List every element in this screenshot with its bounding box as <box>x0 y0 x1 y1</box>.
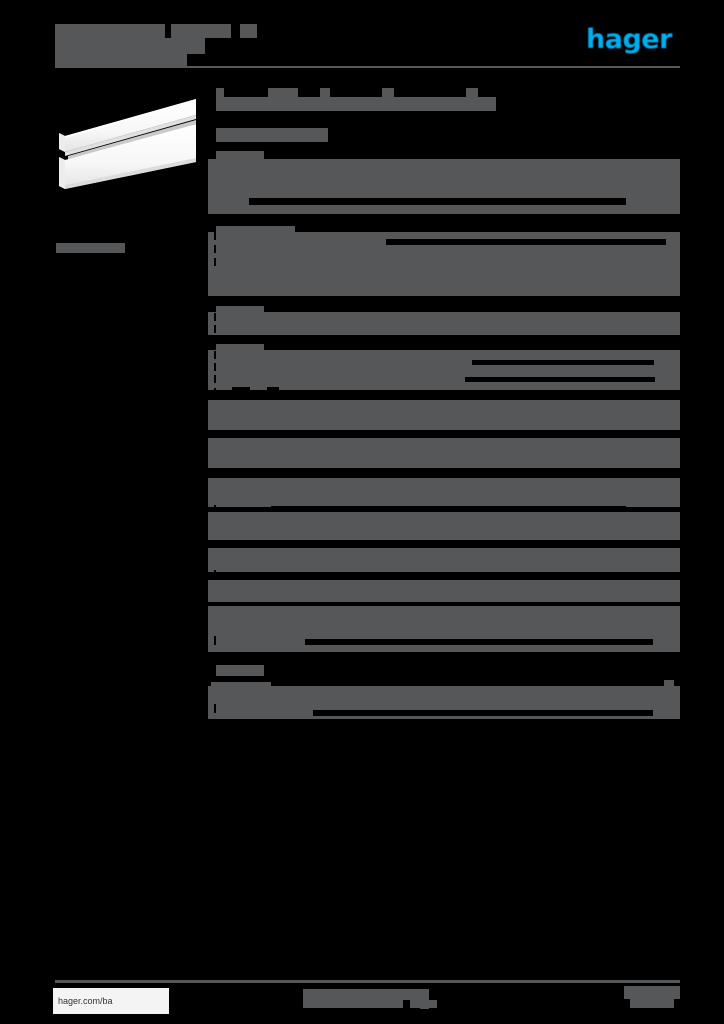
section-9-body <box>208 548 680 572</box>
section-11-gap <box>214 636 216 645</box>
footer-divider <box>55 980 680 983</box>
sidebar-label-redacted <box>56 243 125 253</box>
section-3-body <box>208 312 680 335</box>
header-title-line <box>55 54 187 68</box>
hager-logo: hager <box>586 24 672 55</box>
header-title-line <box>55 38 205 54</box>
header-divider <box>55 66 680 68</box>
section-4-gap <box>465 377 655 382</box>
section-12-heading <box>216 665 264 676</box>
section-10-body <box>208 580 680 602</box>
section-11-gap <box>305 639 653 645</box>
section-4-gap <box>214 363 216 371</box>
page-title-block <box>268 88 298 97</box>
section-2-gap <box>214 258 216 266</box>
section-3-gap <box>214 313 216 321</box>
section-4-body <box>208 350 680 390</box>
footer-center-block <box>420 989 429 1009</box>
page-title-block <box>320 88 330 97</box>
section-4-gap <box>472 360 654 365</box>
product-image <box>56 88 204 200</box>
footer-center-block <box>303 1000 403 1008</box>
section-3-heading <box>216 306 264 317</box>
header-title-line <box>171 24 231 38</box>
section-6-body <box>208 438 680 468</box>
section-12-subheading <box>211 682 271 688</box>
section-3-gap <box>214 325 216 333</box>
section-10-gap <box>214 570 216 579</box>
section-5-gap <box>232 387 250 397</box>
section-5-gap <box>267 387 279 397</box>
section-12-gap <box>313 710 653 716</box>
section-8-gap <box>271 506 626 512</box>
page-subtitle <box>216 128 328 142</box>
footer-center-block <box>303 989 429 1000</box>
section-12-gap <box>214 704 216 713</box>
section-8-body <box>208 512 680 540</box>
section-6-gap <box>214 430 216 439</box>
section-1-heading <box>216 151 264 162</box>
section-1-gap <box>249 198 626 205</box>
footer-page-number-block <box>630 999 674 1008</box>
section-2-gap <box>214 232 216 240</box>
footer-url-text: hager.com/ba <box>58 996 113 1006</box>
section-4-heading <box>216 344 264 355</box>
section-7-body <box>208 478 680 507</box>
page-title-block <box>216 88 224 97</box>
section-5-body <box>208 400 680 430</box>
section-8-gap <box>214 505 216 514</box>
section-12-corner-mark <box>664 680 674 686</box>
section-4-gap <box>214 351 216 359</box>
header-title-line <box>55 24 165 38</box>
section-1-body <box>208 159 680 214</box>
section-2-gap <box>214 245 216 253</box>
section-7-gap <box>265 471 561 477</box>
page-title-block <box>466 88 478 97</box>
header-title-line <box>240 24 257 38</box>
section-6-gap <box>313 431 683 437</box>
section-9-gap <box>214 540 216 549</box>
footer-page-number-block <box>624 986 680 999</box>
cable-trunking-profile-icon <box>59 99 196 189</box>
section-11-body <box>208 606 680 652</box>
section-4-gap <box>214 375 216 383</box>
section-7-gap <box>214 470 216 479</box>
page-title-block <box>382 88 394 97</box>
section-5-gap <box>214 388 216 397</box>
footer-url-link[interactable]: hager.com/ba <box>53 988 169 1014</box>
section-2-heading <box>216 226 295 237</box>
page-title-main <box>216 97 496 111</box>
section-2-gap <box>386 239 666 245</box>
